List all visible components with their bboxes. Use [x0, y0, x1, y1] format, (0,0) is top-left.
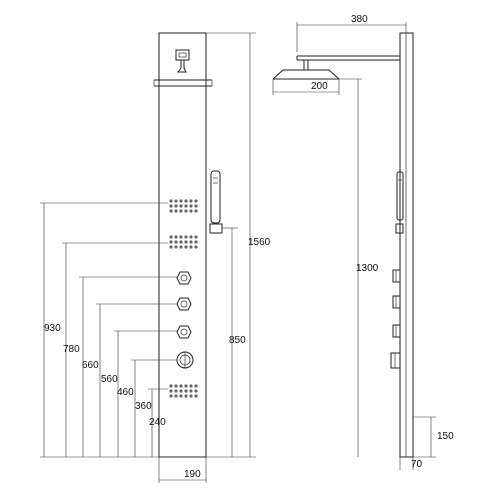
dimension-control-height: 850 — [222, 227, 246, 457]
width-label: 190 — [184, 469, 201, 480]
dimension-arm-length: 380 — [296, 14, 407, 52]
side-knob-1-icon — [392, 269, 401, 283]
bottom-outlet-label: 150 — [437, 431, 454, 442]
outlet-height-label-560: 560 — [101, 374, 118, 385]
arm-length-label: 380 — [351, 14, 368, 25]
diverter-knob-3-icon — [176, 325, 192, 339]
body-jets-middle-icon — [169, 235, 198, 249]
outlet-height-label-360: 360 — [135, 401, 152, 412]
head-diameter-label: 200 — [311, 81, 328, 92]
outlet-height-label-240: 240 — [149, 417, 166, 428]
outlet-height-label-780: 780 — [63, 344, 80, 355]
dimension-head-height: 1300 — [339, 78, 379, 457]
depth-label: 70 — [411, 459, 423, 470]
body-jets-lower-icon — [169, 384, 198, 398]
front-view: 1560 850 — [40, 32, 271, 483]
side-knob-4-icon — [390, 352, 401, 369]
control-height-label: 850 — [229, 335, 246, 346]
dimension-panel-height: 1560 — [206, 32, 271, 458]
dimension-head-diameter: 200 — [272, 79, 340, 95]
panel-height-label: 1560 — [248, 237, 271, 248]
dimension-bottom-outlet: 150 — [413, 416, 454, 458]
side-knob-3-icon — [392, 324, 401, 338]
panel-body — [158, 32, 207, 458]
head-height-label: 1300 — [356, 263, 379, 274]
outlet-height-label-930: 930 — [44, 323, 61, 334]
outlet-height-label-660: 660 — [82, 360, 99, 371]
thermostat-knob-icon — [176, 351, 194, 369]
outlet-height-label-460: 460 — [117, 387, 134, 398]
dimension-outlet-heights: 930 780 660 560 460 360 240 — [40, 202, 177, 457]
dimension-width: 190 — [158, 457, 207, 483]
side-view: 380 200 1300 — [272, 14, 454, 470]
body-jets-upper-icon — [169, 199, 198, 213]
side-hand-shower-icon — [395, 171, 404, 234]
side-panel-body — [399, 32, 414, 458]
dimension-depth: 70 — [399, 457, 423, 470]
side-knob-2-icon — [392, 295, 401, 309]
top-connector-icon — [175, 49, 190, 73]
shower-head-icon — [272, 69, 340, 80]
hand-shower-icon — [209, 170, 223, 234]
shower-arm-icon — [296, 55, 400, 70]
diverter-knob-1-icon — [176, 271, 192, 285]
diverter-knob-2-icon — [176, 297, 192, 311]
